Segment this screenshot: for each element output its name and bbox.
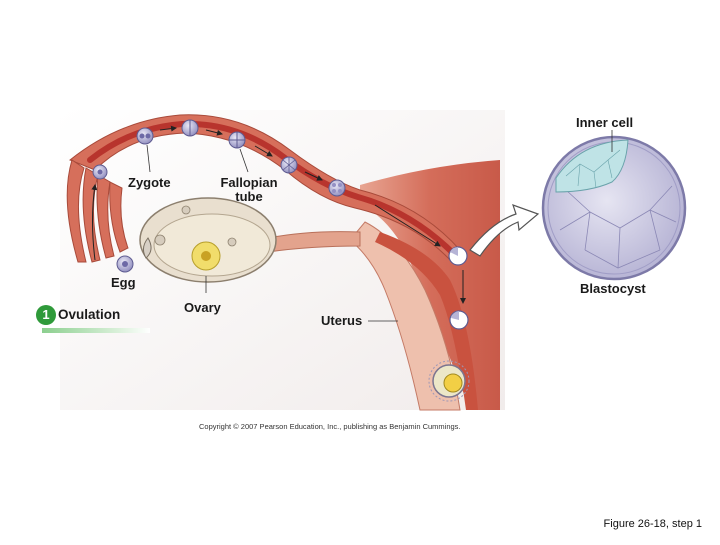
follicles — [154, 205, 237, 247]
leader-lines — [146, 130, 613, 322]
blastocyst-label: Blastocyst — [580, 281, 646, 296]
corpus-luteum — [191, 241, 221, 271]
uterus-label: Uterus — [321, 313, 363, 328]
morula — [328, 179, 346, 197]
ruptured-follicle — [142, 237, 152, 259]
uterine-lining — [349, 221, 461, 411]
step-number-badge: 1 — [36, 305, 56, 325]
copyright-notice: Copyright © 2007 Pearson Education, Inc.… — [199, 422, 461, 431]
step-underline-bar — [42, 328, 150, 333]
inner-cell-mass — [555, 139, 629, 193]
eight-cell-stage — [280, 156, 298, 174]
figure-caption: Figure 26-18, step 1 — [603, 518, 702, 530]
enlarged-blastocyst — [541, 135, 687, 281]
blastocyst-in-uterus — [449, 310, 469, 330]
fallopian-tube-label-line2: tube — [235, 189, 263, 204]
zygote-label: Zygote — [128, 175, 171, 190]
callout-arrow — [469, 204, 540, 257]
two-cell-stage — [181, 119, 199, 137]
inner-cell-label: Inner cell — [576, 115, 634, 130]
step-label: Ovulation — [58, 307, 121, 322]
implanting-blastocyst — [428, 360, 470, 402]
cell-in-tube-1 — [92, 164, 108, 180]
fimbriae — [66, 159, 129, 263]
early-blastocyst — [448, 246, 468, 266]
ovary-label: Ovary — [184, 300, 221, 315]
four-cell-stage — [228, 131, 246, 149]
egg-cell — [116, 255, 134, 273]
egg-label: Egg — [111, 275, 136, 290]
zygote-cell — [136, 127, 154, 145]
travel-arrows — [91, 125, 466, 304]
ovarian-ligament — [267, 231, 361, 253]
fallopian-tube-label-line1: Fallopian — [220, 175, 278, 190]
